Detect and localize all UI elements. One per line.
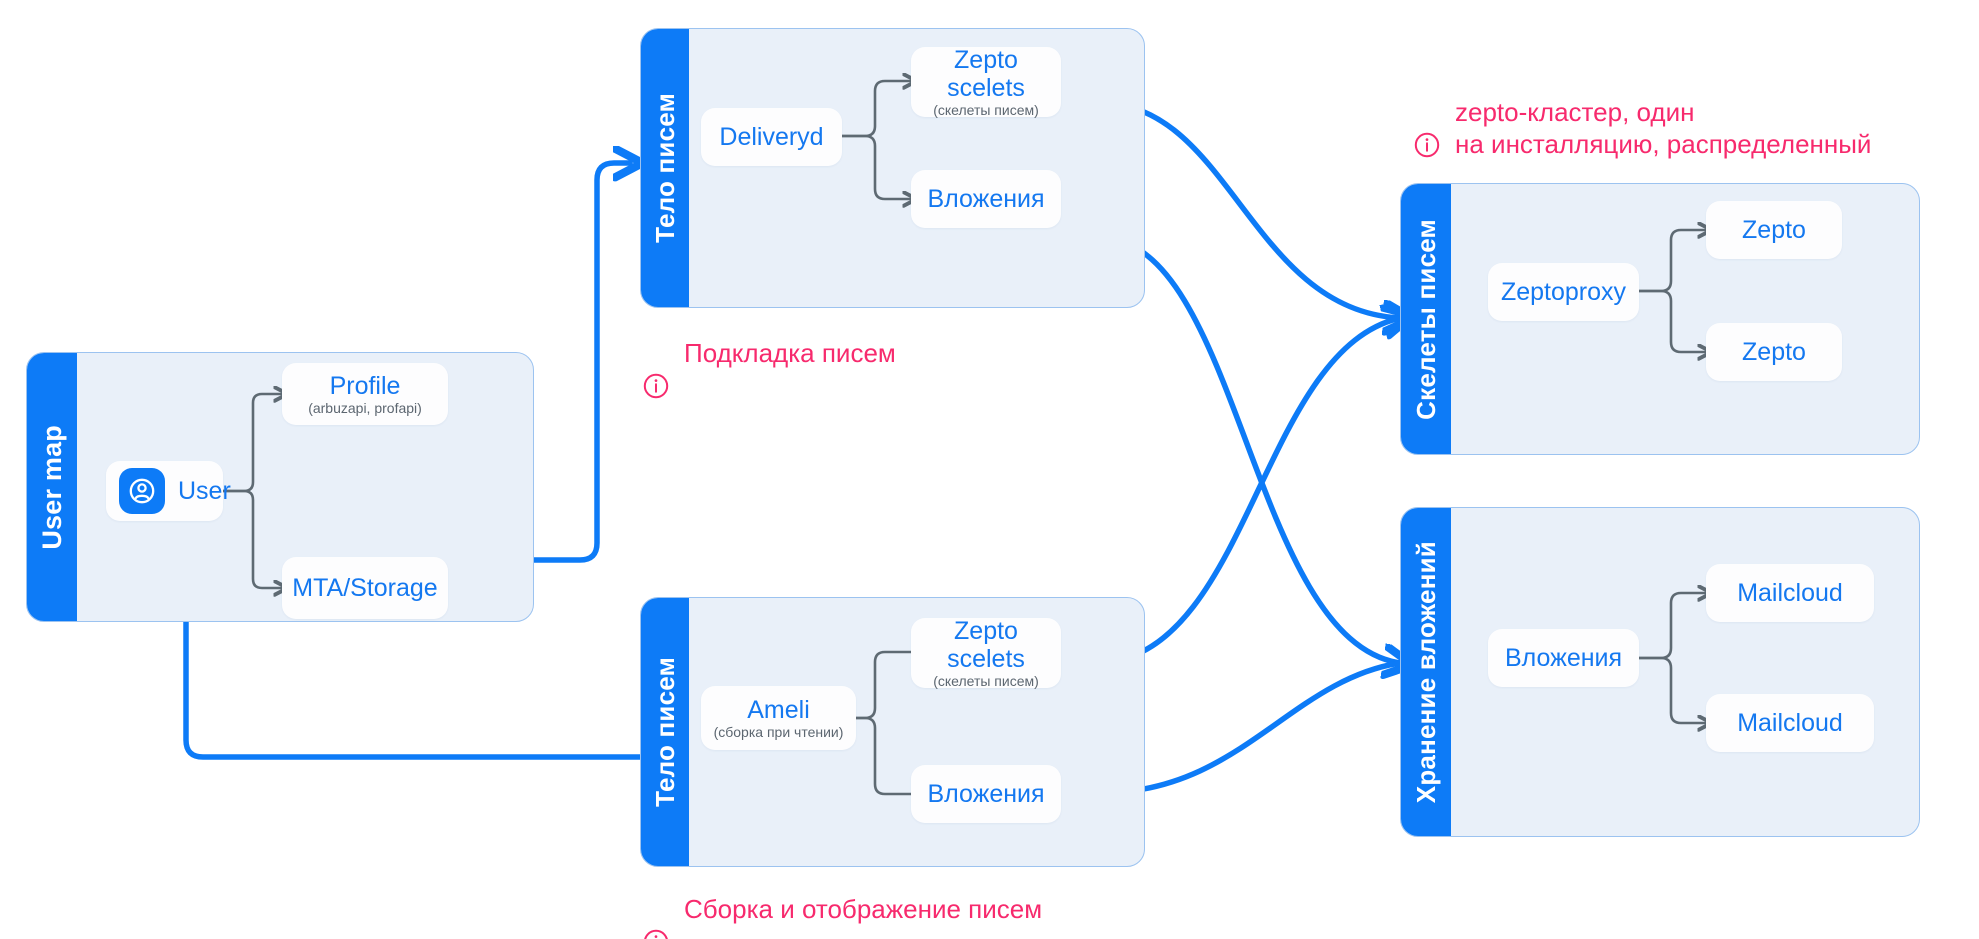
node-user-label: User — [178, 477, 231, 505]
wire-zeptoproxy-to-zepto-a — [1637, 230, 1706, 293]
node-attachments-top-label: Вложения — [927, 185, 1045, 213]
panel-attachment-storage-body: Вложения Mailcloud Mailcloud — [1451, 508, 1919, 836]
wire-storage-to-bottom-attachments — [1100, 660, 1403, 793]
wire-deliveryd-to-attachments — [840, 134, 911, 199]
node-mailcloud-a[interactable]: Mailcloud — [1706, 564, 1874, 622]
wire-top-attachments-to-storage — [1097, 235, 1400, 663]
info-icon — [1414, 100, 1440, 165]
node-mta-storage[interactable]: MTA/Storage — [282, 557, 448, 619]
node-zepto-a[interactable]: Zepto — [1706, 201, 1842, 259]
node-attachments-bottom[interactable]: Вложения — [911, 765, 1061, 823]
wire-user-to-mta — [221, 489, 282, 588]
node-attachments-storage[interactable]: Вложения — [1488, 629, 1639, 687]
node-ameli-label: Ameli — [747, 695, 810, 724]
wire-attachments-to-mailcloud-b — [1637, 656, 1706, 723]
note-podkladka-text: Подкладка писем — [684, 338, 896, 368]
wire-bottom-scelets-to-skeletons — [1097, 318, 1400, 666]
node-zeptoproxy-label: Zeptoproxy — [1500, 278, 1627, 306]
node-mailcloud-b[interactable]: Mailcloud — [1706, 694, 1874, 752]
panel-body-bottom-tab: Тело писем — [641, 598, 689, 866]
note-sborka: Сборка и отображение писем — [643, 893, 1042, 939]
note-zepto-cluster: zepto-кластер, один на инсталляцию, расп… — [1414, 96, 1871, 165]
panel-skeletons-tab: Скелеты писем — [1401, 184, 1451, 454]
node-profile-sub: (arbuzapi, profapi) — [308, 399, 422, 416]
node-zeptoproxy[interactable]: Zeptoproxy — [1488, 263, 1639, 321]
node-zepto-b[interactable]: Zepto — [1706, 323, 1842, 381]
panel-user-map-body: User Profile (arbuzapi, profapi) MTA/Sto… — [77, 353, 533, 621]
node-zepto-b-label: Zepto — [1742, 338, 1806, 366]
panel-body-top-tab-label: Тело писем — [649, 93, 680, 243]
wire-top-scelets-to-skeletons — [1097, 100, 1400, 318]
node-mailcloud-b-label: Mailcloud — [1737, 709, 1843, 737]
node-zepto-a-label: Zepto — [1742, 216, 1806, 244]
user-avatar-icon — [119, 468, 165, 514]
wire-deliveryd-to-scelets — [840, 81, 911, 138]
panel-skeletons-body: Zeptoproxy Zepto Zepto — [1451, 184, 1919, 454]
panel-attachment-storage: Хранение вложений Вложения Mailcloud Mai… — [1400, 507, 1920, 837]
panel-user-map: User map — [26, 352, 534, 622]
node-attachments-bottom-label: Вложения — [927, 780, 1045, 808]
node-ameli-sub: (сборка при чтении) — [713, 723, 844, 740]
panel-skeletons-tab-label: Скелеты писем — [1410, 218, 1441, 420]
panel-body-bottom-tab-label: Тело писем — [649, 657, 680, 807]
node-ameli[interactable]: Ameli (сборка при чтении) — [701, 686, 856, 750]
note-zepto-cluster-text: zepto-кластер, один на инсталляцию, расп… — [1455, 97, 1872, 160]
node-deliveryd-label: Deliveryd — [719, 123, 824, 151]
note-podkladka: Подкладка писем — [643, 337, 896, 406]
node-zepto-scelets-top-sub: (скелеты писем) — [933, 101, 1039, 118]
node-zepto-scelets-bottom-sub: (скелеты писем) — [933, 672, 1039, 689]
node-profile[interactable]: Profile (arbuzapi, profapi) — [282, 363, 448, 425]
panel-attachment-storage-tab: Хранение вложений — [1401, 508, 1451, 836]
panel-user-map-tab-label: User map — [36, 424, 67, 550]
wire-attachments-to-mailcloud-a — [1637, 593, 1706, 660]
info-icon — [643, 897, 669, 939]
panel-user-map-tab: User map — [27, 353, 77, 621]
panel-attachment-storage-tab-label: Хранение вложений — [1410, 540, 1441, 804]
node-profile-label: Profile — [329, 371, 401, 400]
node-attachments-storage-label: Вложения — [1504, 644, 1623, 672]
panel-body-top-tab: Тело писем — [641, 29, 689, 307]
node-mta-storage-label: MTA/Storage — [292, 574, 438, 602]
node-deliveryd[interactable]: Deliveryd — [701, 108, 842, 166]
node-mailcloud-a-label: Mailcloud — [1737, 579, 1843, 607]
note-sborka-text: Сборка и отображение писем — [684, 894, 1043, 924]
info-icon — [643, 341, 669, 406]
node-user[interactable]: User — [106, 461, 231, 521]
wire-zeptoproxy-to-zepto-b — [1637, 289, 1706, 352]
panel-body-bottom: Тело писем Ameli (сборка при чтении) Zep… — [640, 597, 1145, 867]
wire-user-to-profile — [221, 394, 282, 493]
node-attachments-top[interactable]: Вложения — [911, 170, 1061, 228]
panel-skeletons: Скелеты писем Zeptoproxy Zepto Zepto — [1400, 183, 1920, 455]
